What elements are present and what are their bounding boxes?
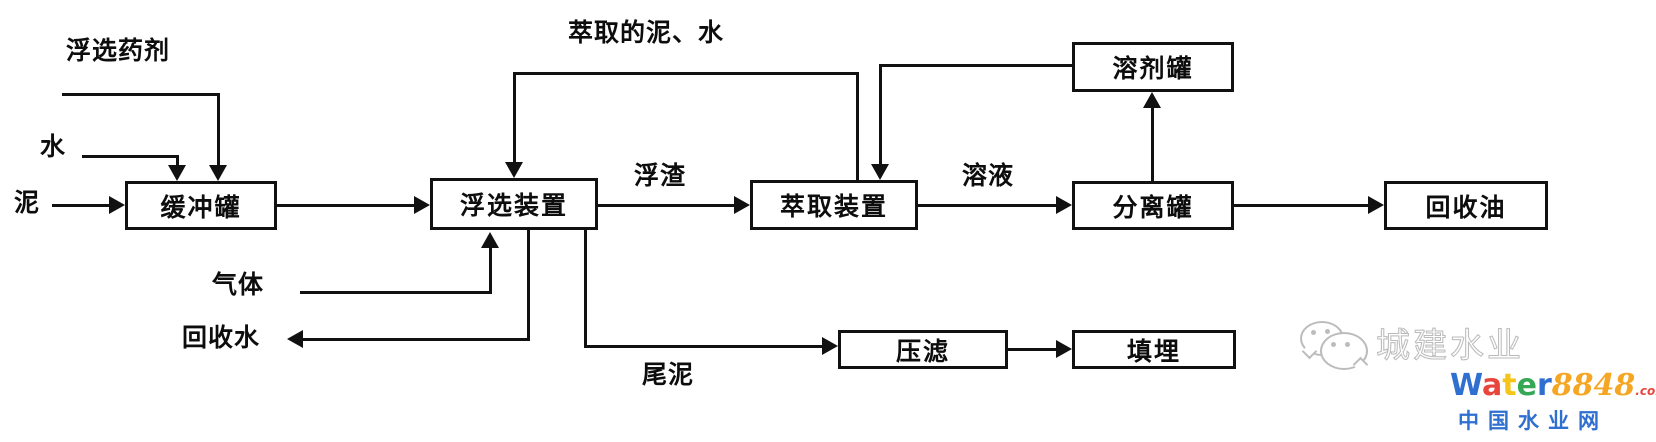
flow-gas-vertical bbox=[489, 248, 492, 293]
flow-tail-mud-horizontal bbox=[584, 345, 822, 348]
flow-solution-horizontal bbox=[918, 204, 1056, 207]
arrowhead-tail-mud-into-filter-press bbox=[822, 337, 838, 355]
box-filter-press: 压滤 bbox=[838, 330, 1008, 369]
watermark-brand-cn: 中国水业网 bbox=[1458, 409, 1608, 433]
arrowhead-buffer-to-flotation bbox=[414, 196, 430, 214]
brand-letter-e: e bbox=[1516, 368, 1537, 403]
label-tail-mud: 尾泥 bbox=[642, 360, 695, 389]
arrowhead-separation-into-solvent bbox=[1143, 92, 1161, 108]
flow-gas-horizontal bbox=[300, 291, 492, 294]
flow-solvent-to-extraction-horizontal bbox=[880, 64, 1074, 67]
arrowhead-separation-into-oil bbox=[1368, 196, 1384, 214]
arrowhead-solvent-into-extraction bbox=[871, 164, 889, 180]
flow-sludge-horizontal bbox=[52, 204, 109, 207]
label-froth: 浮渣 bbox=[634, 161, 687, 190]
flow-water-horizontal bbox=[82, 155, 179, 158]
arrowhead-sludge-into-buffer bbox=[109, 196, 125, 214]
brand-letter-t: t bbox=[1502, 368, 1517, 403]
box-flotation-device: 浮选装置 bbox=[430, 178, 598, 230]
flow-froth-horizontal bbox=[598, 204, 734, 207]
arrowhead-froth-into-extraction bbox=[734, 196, 750, 214]
flow-separation-to-solvent-riser bbox=[1151, 108, 1154, 181]
flow-extracted-return-horizontal bbox=[513, 72, 859, 75]
flow-tail-mud-downcomer bbox=[584, 230, 587, 348]
arrowhead-recycled-water-out bbox=[287, 330, 303, 348]
arrowhead-filter-press-into-landfill bbox=[1056, 340, 1072, 358]
label-recycled-water: 回收水 bbox=[182, 323, 261, 352]
flow-flotation-agent-vertical bbox=[217, 93, 220, 165]
label-gas-in: 气体 bbox=[212, 270, 265, 299]
arrowhead-gas-into-flotation bbox=[481, 232, 499, 248]
label-extracted-mud-water: 萃取的泥、水 bbox=[568, 18, 725, 47]
flow-filter-press-to-landfill bbox=[1008, 348, 1056, 351]
brand-letter-a: a bbox=[1482, 368, 1503, 403]
box-label-recovered-oil: 回收油 bbox=[1425, 192, 1507, 222]
box-label-filter-press: 压滤 bbox=[895, 336, 950, 366]
box-separation-tank: 分离罐 bbox=[1072, 181, 1234, 230]
box-label-extraction-device: 萃取装置 bbox=[779, 192, 888, 221]
watermark: 城建水业 Water8848.com 中国水业网 bbox=[1300, 310, 1656, 442]
label-sludge-in: 泥 bbox=[14, 188, 41, 217]
box-label-landfill: 填埋 bbox=[1126, 336, 1181, 366]
arrowhead-water-into-buffer bbox=[168, 165, 186, 181]
box-label-flotation-device: 浮选装置 bbox=[459, 191, 568, 220]
brand-letter-w: W bbox=[1450, 368, 1483, 403]
watermark-account: 城建水业 bbox=[1300, 318, 1524, 372]
box-solvent-tank: 溶剂罐 bbox=[1072, 42, 1234, 92]
flow-buffer-to-flotation bbox=[277, 204, 414, 207]
brand-tld: .com bbox=[1635, 384, 1656, 398]
flow-recycled-water-downcomer bbox=[527, 230, 530, 341]
box-landfill: 填埋 bbox=[1072, 330, 1236, 369]
box-extraction-device: 萃取装置 bbox=[750, 180, 918, 230]
box-recovered-oil: 回收油 bbox=[1384, 181, 1548, 230]
label-solution: 溶液 bbox=[962, 161, 1015, 190]
box-buffer-tank: 缓冲罐 bbox=[125, 181, 277, 230]
flow-solvent-to-extraction-downcomer bbox=[879, 64, 882, 164]
brand-letter-r: r bbox=[1536, 368, 1552, 403]
label-flotation-agent: 浮选药剂 bbox=[66, 36, 171, 65]
flow-water-vertical bbox=[176, 155, 179, 165]
flow-extracted-return-downcomer bbox=[513, 72, 516, 162]
flow-separation-to-oil bbox=[1234, 204, 1368, 207]
flow-flotation-agent-horizontal bbox=[62, 93, 220, 96]
brand-number: 8848 bbox=[1551, 368, 1636, 403]
watermark-brand-logo: Water8848.com bbox=[1450, 368, 1656, 403]
box-label-separation-tank: 分离罐 bbox=[1112, 192, 1194, 222]
arrowhead-flotation-agent-into-buffer bbox=[209, 165, 227, 181]
arrowhead-solution-into-separation bbox=[1056, 196, 1072, 214]
box-label-solvent-tank: 溶剂罐 bbox=[1112, 54, 1194, 83]
label-water-in: 水 bbox=[40, 132, 67, 161]
flow-recycled-water-horizontal bbox=[303, 338, 530, 341]
flow-extracted-return-riser bbox=[856, 72, 859, 182]
box-label-buffer-tank: 缓冲罐 bbox=[160, 192, 242, 222]
watermark-account-name: 城建水业 bbox=[1376, 326, 1524, 367]
arrowhead-extracted-return-into-flotation bbox=[505, 162, 523, 178]
wechat-icon bbox=[1300, 320, 1369, 372]
